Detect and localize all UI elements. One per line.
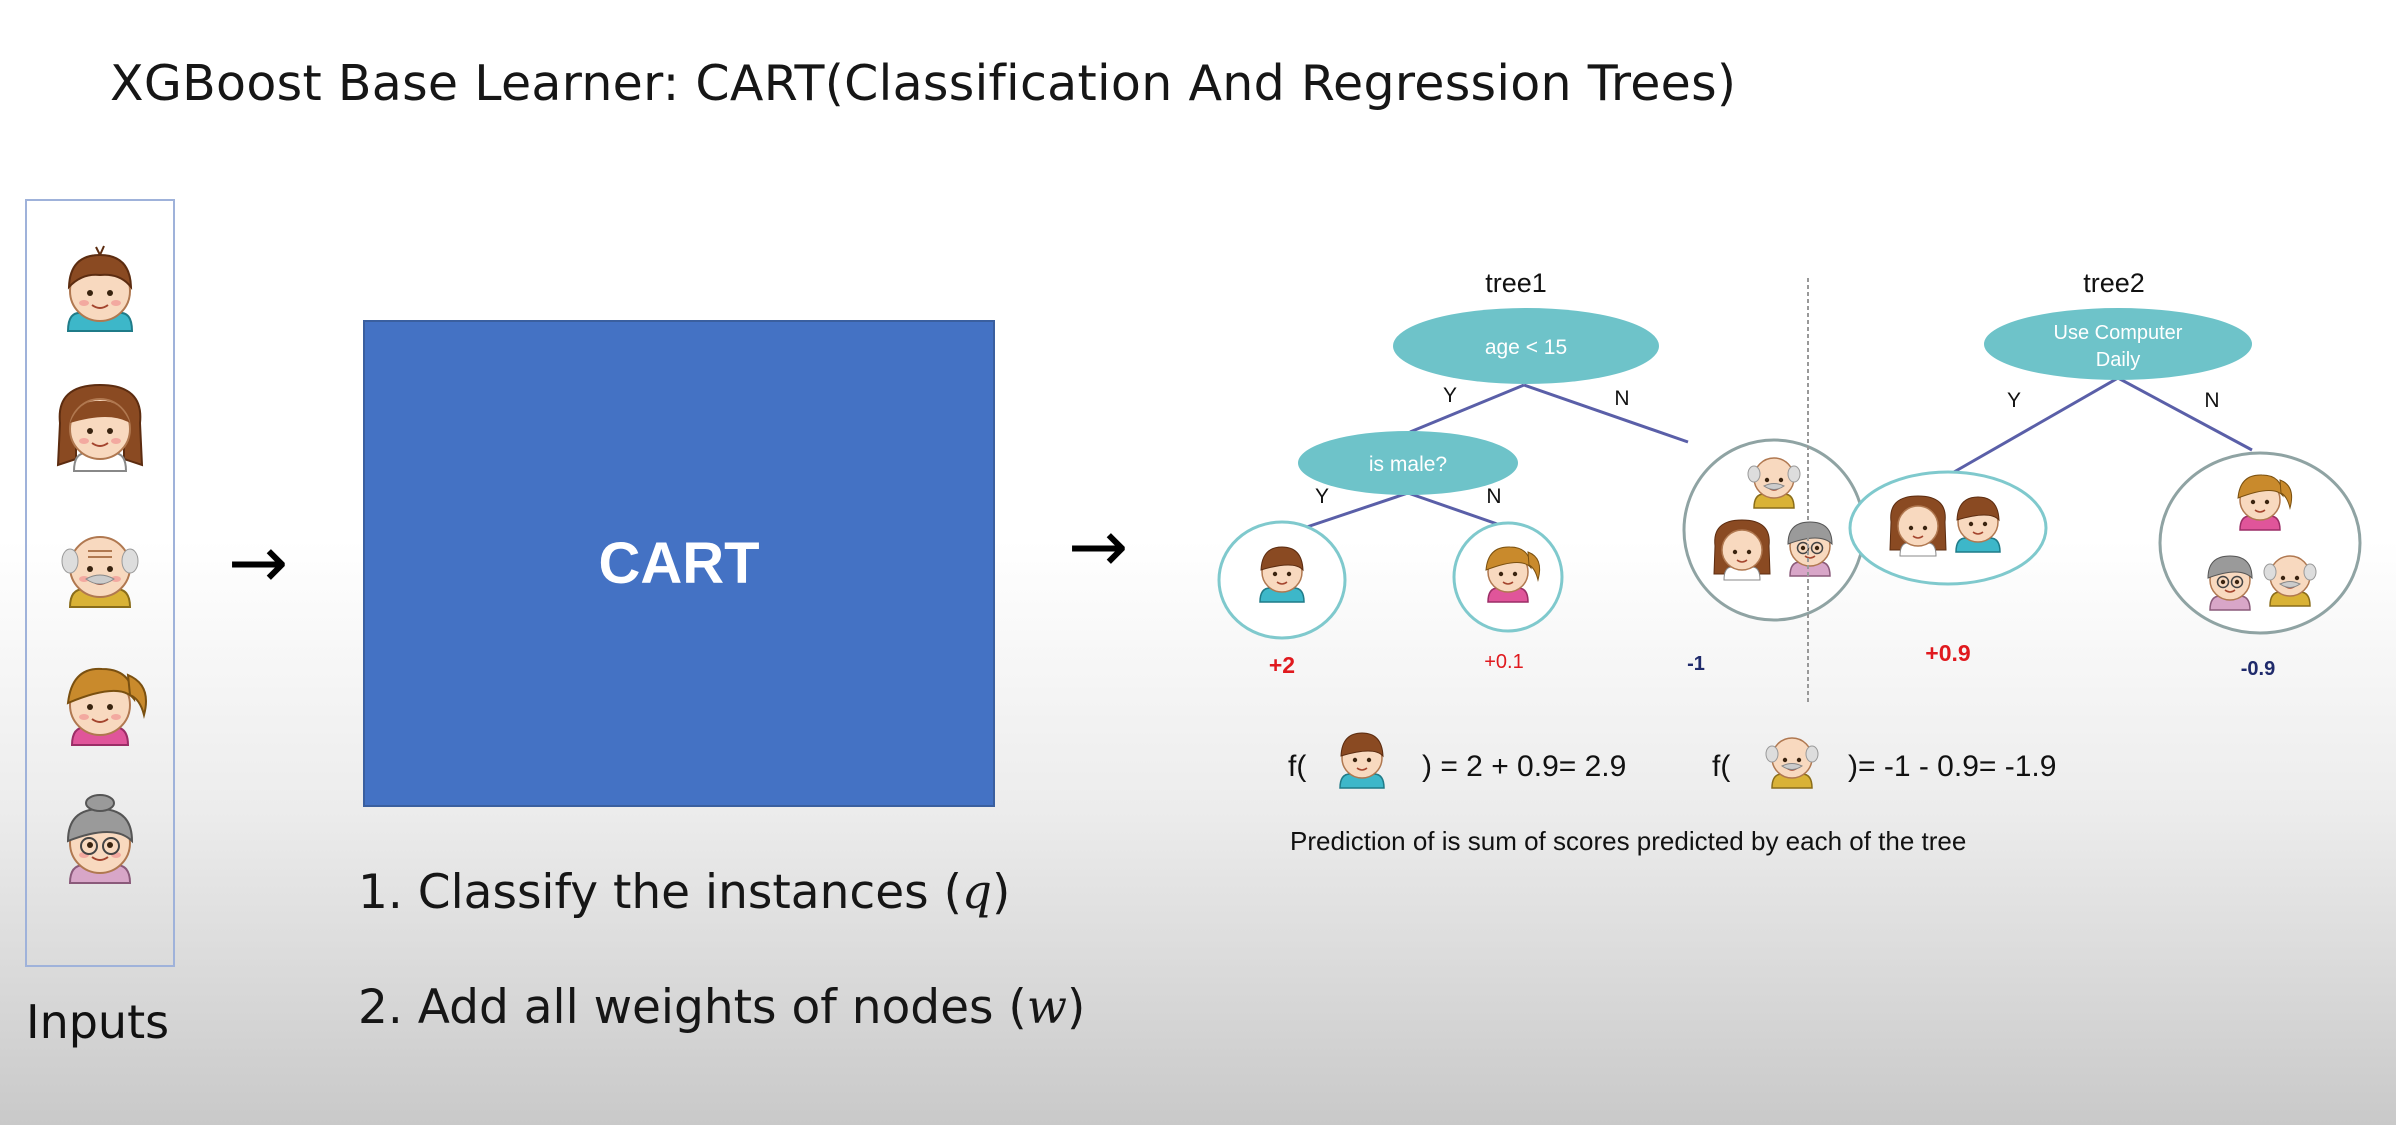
grandma-icon [68,795,132,883]
grandpa-icon [1766,738,1818,788]
formula-1-open: f( [1288,750,1306,783]
boy-icon [1956,497,2000,552]
tree1-yes-label: Y [1443,384,1457,407]
arrow-right-icon: → [228,526,288,598]
girl-icon [1890,496,1946,556]
tree1-edge-no [1524,385,1688,442]
tree1-edge-yes [1410,385,1524,432]
woman-icon [68,669,146,745]
tree2-leaf-2-score: -0.9 [2241,658,2275,680]
step-2-var: w [1027,980,1067,1035]
step-1-close: ) [992,865,1010,920]
girl-icon [58,385,142,471]
grandma-icon [1788,522,1832,576]
formula-2-open: f( [1712,750,1730,783]
tree2-no-label: N [2204,389,2219,412]
slide-title: XGBoost Base Learner: CART(Classificatio… [110,55,1736,112]
boy-icon [1340,733,1384,788]
step-1-text: 1. Classify the instances ( [358,865,962,920]
tree1-root-label: age < 15 [1485,336,1567,359]
tree1-leaf-1-score: +2 [1269,652,1295,678]
grandpa-icon [62,537,138,607]
tree1-title: tree1 [1485,268,1547,298]
inputs-panel [25,199,175,967]
boy-icon [1260,547,1304,602]
step-1: 1. Classify the instances (q) [358,865,1010,920]
tree2-edge-no [2118,378,2252,450]
tree1-leaf-2-score: +0.1 [1484,651,1523,673]
tree1-no-label: N [1614,387,1629,410]
cart-box: CART [363,320,995,807]
tree2-root-label-line2: Daily [2096,349,2140,371]
tree1-leaf-3-score: -1 [1687,653,1705,675]
prediction-caption: Prediction of is sum of scores predicted… [1290,826,1966,856]
arrow-right-icon: → [1068,510,1128,582]
tree1-inner-no-label: N [1486,485,1501,508]
boy-icon [68,246,132,331]
step-2: 2. Add all weights of nodes (w) [358,980,1085,1035]
tree2-leaf-1-score: +0.9 [1925,640,1970,666]
cart-label: CART [598,530,759,597]
formula-2-result: )= -1 - 0.9= -1.9 [1848,750,2056,783]
girl-icon [1714,520,1770,580]
step-2-close: ) [1067,980,1085,1035]
inputs-people [27,201,173,965]
inputs-label: Inputs [26,995,169,1049]
formula-1-result: ) = 2 + 0.9= 2.9 [1422,750,1626,783]
tree1-inner-yes-label: Y [1315,485,1329,508]
tree-ensemble-diagram: tree1 age < 15 Y N is male? Y N +2 +0.1 … [1200,250,2396,870]
tree2-yes-label: Y [2007,389,2021,412]
grandma-icon [2208,556,2252,610]
step-2-text: 2. Add all weights of nodes ( [358,980,1027,1035]
tree2-root-label-line1: Use Computer [2054,322,2183,344]
step-1-var: q [962,865,992,920]
tree2-title: tree2 [2083,268,2145,298]
tree2-edge-yes [1954,378,2118,472]
tree1-inner-label: is male? [1369,453,1447,476]
tree2-leaf-1 [1850,472,2046,584]
